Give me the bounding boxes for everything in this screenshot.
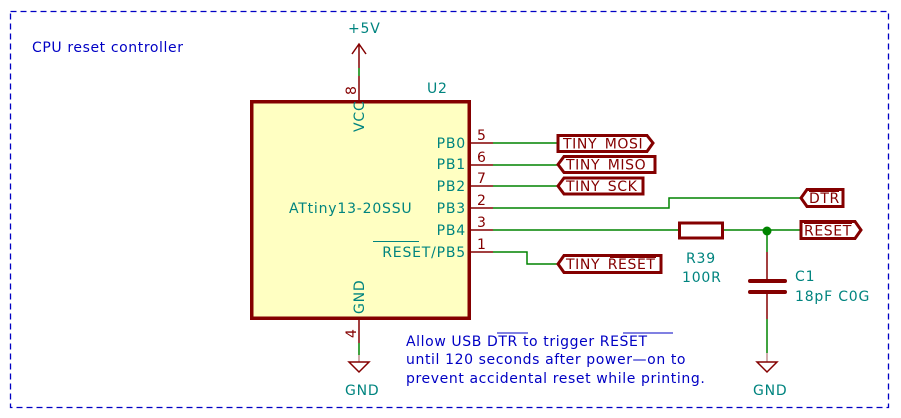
label-tiny-miso[interactable]: TINY_MISO <box>556 155 657 174</box>
pin-pb5-suffix: /PB5 <box>431 245 466 261</box>
pin-pb4-number: 3 <box>477 215 486 231</box>
wire-pb5-tiny-reset <box>493 251 557 265</box>
wire-pb3-dtr <box>493 197 800 209</box>
frame-title: CPU reset controller <box>32 40 184 56</box>
label-tiny-mosi[interactable]: TINY_MOSI <box>556 134 655 153</box>
note-line-2: until 120 seconds after power—on to <box>406 352 686 368</box>
component-c1[interactable]: C1 18pF C0G <box>748 252 870 319</box>
u2-value: ATtiny13-20SSU <box>289 201 412 217</box>
label-input-shape <box>556 254 663 274</box>
pin-vcc-name: VCC <box>352 100 368 132</box>
label-dtr[interactable]: DTR <box>799 188 845 208</box>
label-tiny-reset-text: TINY_RESET <box>565 257 656 273</box>
junction-dot <box>762 226 772 236</box>
pin-gnd-name: GND <box>352 279 368 314</box>
u2-reference: U2 <box>427 81 448 97</box>
label-reset-text: RESET <box>804 224 852 240</box>
pin-pb5-number: 1 <box>477 237 486 253</box>
label-tiny-miso-text: TINY_MISO <box>565 158 646 174</box>
label-reset[interactable]: RESET <box>799 220 863 240</box>
pin-pb0-name: PB0 <box>437 136 466 152</box>
note-line-1: Allow USB DTR to trigger RESET <box>406 334 648 350</box>
ground-icon <box>347 361 371 374</box>
label-tiny-reset-overbar-text: RESET <box>608 257 656 273</box>
pin-pb5-overbar-text: RESET <box>382 245 431 261</box>
pin-pb1-name: PB1 <box>437 157 466 173</box>
power-5v-label: +5V <box>348 21 381 37</box>
ground-u2-label: GND <box>345 383 380 399</box>
ground-symbol-c1[interactable]: GND <box>753 319 788 399</box>
power-arrow-icon <box>351 42 367 68</box>
design-note: Allow USB DTR to trigger RESET until 120… <box>406 332 705 387</box>
label-tiny-sck[interactable]: TINY_SCK <box>556 176 645 196</box>
label-output-shape <box>556 134 655 153</box>
component-u2[interactable]: 8 4 5 6 7 2 3 1 U2 VCC GND PB0 PB1 PB2 A… <box>250 76 493 343</box>
pin-pb5-name: RESET/PB5 <box>382 245 466 261</box>
ground-symbol-u2[interactable]: GND <box>345 343 380 399</box>
pin-pb2-name: PB2 <box>437 179 466 195</box>
pin-pb0-number: 5 <box>477 128 486 144</box>
label-input-shape <box>556 155 657 174</box>
pin-pb4-name: PB4 <box>437 223 466 239</box>
component-r39[interactable]: R39 100R <box>678 221 724 286</box>
label-dtr-text: DTR <box>809 191 840 207</box>
note-dtr-overbar-text: DTR <box>487 334 518 350</box>
group-frame <box>9 10 890 409</box>
pin-pb3-number: 2 <box>477 193 486 209</box>
label-tiny-sck-text: TINY_SCK <box>565 179 638 195</box>
r39-value: 100R <box>682 270 722 286</box>
label-output-shape <box>799 220 863 240</box>
ground-c1-label: GND <box>753 383 788 399</box>
note-line-3: prevent accidental reset while printing. <box>406 371 705 387</box>
pin-pb2-number: 7 <box>477 171 486 187</box>
label-input-shape <box>799 188 845 208</box>
label-input-shape <box>556 176 645 196</box>
note-text: Allow USB <box>406 334 487 350</box>
label-tiny-reset[interactable]: TINY_RESET <box>556 254 663 274</box>
note-text: to trigger <box>518 334 600 350</box>
note-reset-overbar-text: RESET <box>600 334 648 350</box>
pin-pb3-name: PB3 <box>437 201 466 217</box>
label-tiny-mosi-text: TINY_MOSI <box>562 137 643 153</box>
resistor-icon <box>678 221 724 240</box>
power-symbol-5v[interactable]: +5V <box>348 21 381 76</box>
pin-gnd-number: 4 <box>344 329 360 338</box>
label-tiny-reset-prefix: TINY_ <box>565 257 608 273</box>
u2-body[interactable] <box>250 100 471 320</box>
ground-icon <box>755 361 779 374</box>
c1-reference: C1 <box>795 269 815 285</box>
c1-value: 18pF C0G <box>795 289 870 305</box>
r39-reference: R39 <box>686 251 716 267</box>
pin-vcc-number: 8 <box>344 86 360 95</box>
pin-pb1-number: 6 <box>477 150 486 166</box>
